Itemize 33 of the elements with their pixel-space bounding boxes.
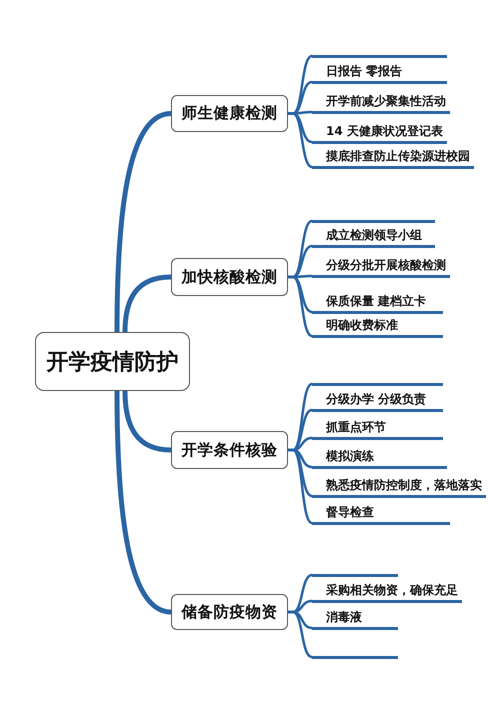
branch-connector xyxy=(286,276,314,338)
main-branch-curve xyxy=(114,111,174,334)
underlined-topic: 熟悉疫情防控制度，落地落实 xyxy=(312,476,486,498)
central-topic-box: 开学疫情防护 xyxy=(35,332,190,391)
main-branch-curve xyxy=(122,388,174,452)
underlined-topic: 模拟演练 xyxy=(312,446,447,468)
branch-connector xyxy=(286,112,314,168)
underlined-topic: 抓重点环节 xyxy=(312,418,443,440)
underlined-topic: 分级分批开展核酸检测 xyxy=(312,256,450,278)
branch-connector xyxy=(286,448,314,524)
main-branch-curve xyxy=(114,388,174,614)
underlined-topic: 消毒液 xyxy=(312,608,398,630)
underlined-topic: 保质保量 建档立卡 xyxy=(312,292,443,314)
topic-box: 开学条件核验 xyxy=(171,431,288,469)
branch-line xyxy=(312,220,435,222)
topic-box: 师生健康检测 xyxy=(171,95,288,132)
main-branch-curve xyxy=(122,274,174,334)
topic-box: 储备防疫物资 xyxy=(171,594,288,630)
underlined-topic: 开学前减少聚集性活动 xyxy=(312,92,450,114)
underlined-topic: 摸底排查防止传染源进校园 xyxy=(312,146,474,168)
topic-box: 加快核酸检测 xyxy=(171,258,288,296)
branch-line xyxy=(312,382,443,386)
branch-connector xyxy=(286,610,314,658)
underlined-topic: 分级办学 分级负责 xyxy=(312,390,443,412)
underlined-topic: 督导检查 xyxy=(312,502,450,524)
branch-line xyxy=(312,54,447,58)
underlined-topic: 明确收费标准 xyxy=(312,316,443,338)
underlined-topic: 14 天健康状况登记表 xyxy=(312,122,447,144)
underlined-topic: 日报告 零报告 xyxy=(312,62,447,84)
underlined-topic: 成立检测领导小组 xyxy=(312,226,435,248)
branch-line xyxy=(312,574,398,576)
underlined-topic: 采购相关物资，确保充足 xyxy=(312,580,462,602)
branch-line xyxy=(312,656,398,658)
